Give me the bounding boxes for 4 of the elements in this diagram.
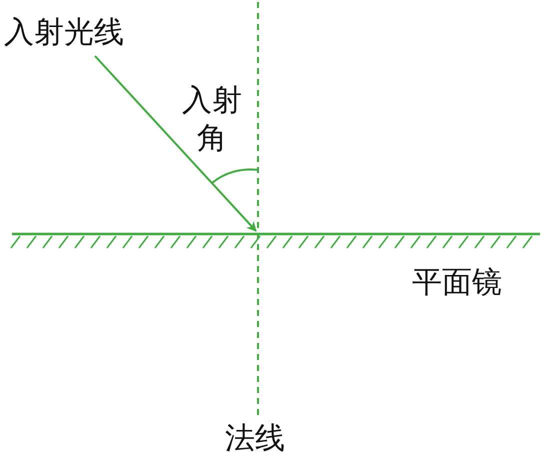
angle-label: 入射角 [181, 82, 243, 158]
ray-label: 入射光线 [4, 14, 124, 52]
mirror-label: 平面镜 [412, 264, 502, 302]
normal-label: 法线 [225, 420, 285, 458]
